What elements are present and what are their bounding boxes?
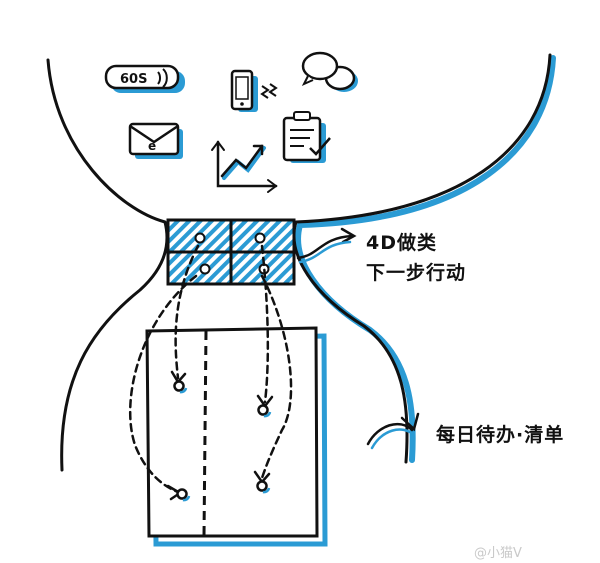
focus-label-line2: 下一步行动 (366, 262, 467, 284)
daily-todo-sheet (145, 326, 328, 547)
growth-chart-icon (211, 140, 278, 193)
voice-message-icon: 60S (104, 64, 185, 93)
flow-arrows (128, 244, 293, 494)
watermark: @小猫V (474, 546, 522, 561)
neck-grid (166, 218, 296, 286)
task-dots (173, 380, 269, 500)
label-pointer-todo (366, 412, 420, 450)
chat-bubbles-icon (301, 51, 358, 92)
focus-label-line1: 4D做类 (366, 232, 437, 254)
label-pointer-focus (296, 227, 357, 264)
svg-text:e: e (148, 139, 156, 153)
voice-message-duration: 60S (120, 72, 147, 87)
daily-todo-label: 每日待办·清单 (436, 424, 565, 446)
clipboard-check-icon (282, 111, 331, 163)
phone-vibrate-icon (230, 69, 278, 112)
mail-icon: e (128, 122, 183, 159)
